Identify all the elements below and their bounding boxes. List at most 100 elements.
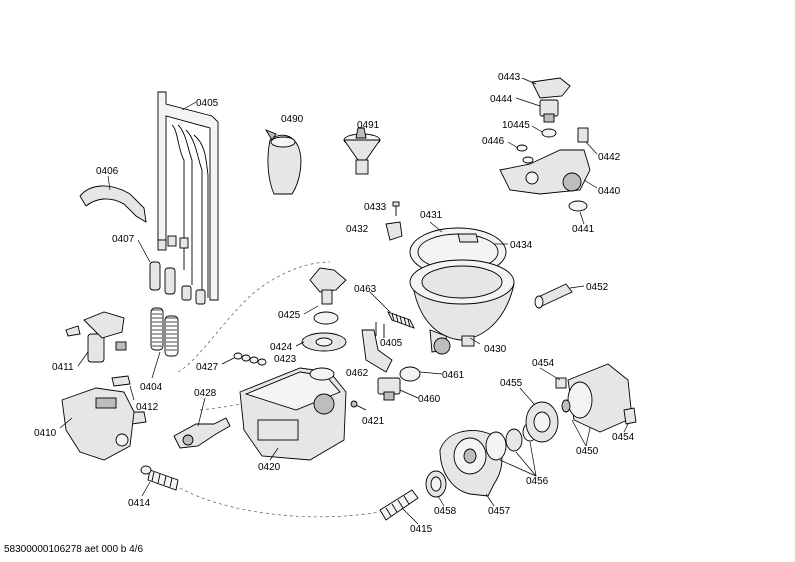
label-0441: 0441 (572, 224, 595, 235)
leader-0427 (221, 357, 235, 365)
label-0407: 0407 (112, 234, 135, 245)
label-0456: 0456 (526, 476, 549, 487)
label-0404: 0404 (140, 382, 163, 393)
label-0455: 0455 (500, 378, 523, 389)
label-0450: 0450 (576, 446, 599, 457)
leader-0443 (521, 77, 537, 85)
label-0414: 0414 (128, 498, 151, 509)
leader-0407 (137, 239, 151, 263)
label-0405: 0405 (196, 98, 219, 109)
label-0427: 0427 (196, 362, 219, 373)
part-0433-screw (392, 201, 400, 216)
label-0490: 0490 (281, 114, 304, 125)
part-0423-flange (301, 332, 347, 352)
leader-0454b (623, 423, 629, 433)
label-0406: 0406 (96, 166, 119, 177)
part-0407-sleeves (149, 261, 206, 305)
part-0415-hose (379, 489, 419, 521)
label-0461: 0461 (442, 370, 465, 381)
footer-doc-id: 58300000106278 aet 000 b 4/6 (4, 544, 143, 555)
leader-0454a (539, 367, 561, 381)
leader-0456 (499, 459, 537, 477)
label-0452: 0452 (586, 282, 609, 293)
part-0454-clip (623, 407, 637, 425)
label-0434: 0434 (510, 240, 533, 251)
part-0490-dispenser-cup (264, 129, 302, 195)
leader-0406 (107, 175, 111, 191)
leader-0424 (295, 341, 305, 347)
label-0457: 0457 (488, 506, 511, 517)
label-0454b: 0454 (612, 432, 635, 443)
part-0406-bracket (79, 185, 147, 223)
label-0415: 0415 (410, 524, 433, 535)
label-0425: 0425 (278, 310, 301, 321)
part-0452-filter (534, 283, 573, 309)
leader-0460 (399, 389, 419, 399)
label-0420: 0420 (258, 462, 281, 473)
label-0421: 0421 (362, 416, 385, 427)
part-0411-pump (65, 311, 127, 363)
part-0440-valve-block (499, 127, 591, 195)
part-0443-cover (531, 77, 571, 99)
label-0463: 0463 (354, 284, 377, 295)
label-0458: 0458 (434, 506, 457, 517)
assembly-line-0414 (179, 487, 381, 518)
part-0441-clamp (568, 200, 588, 212)
label-0431: 0431 (420, 210, 443, 221)
label-0462: 0462 (346, 368, 369, 379)
label-0412: 0412 (136, 402, 159, 413)
label-0443: 0443 (498, 72, 521, 83)
leader-0428 (197, 397, 206, 427)
leader-0415 (401, 507, 419, 525)
part-0463-hose (387, 311, 415, 329)
leader-0457 (485, 493, 495, 507)
label-10445: 10445 (502, 120, 530, 131)
leader-0456b (515, 451, 537, 477)
label-0432: 0432 (346, 224, 369, 235)
label-0440: 0440 (598, 186, 621, 197)
label-0405b: 0405 (380, 338, 403, 349)
label-0410: 0410 (34, 428, 57, 439)
leader-0412 (129, 385, 135, 401)
part-0462-bracket (361, 329, 393, 373)
label-0442: 0442 (598, 152, 621, 163)
leader-0431 (429, 221, 443, 233)
leader-0446 (507, 141, 519, 149)
part-0461-ring (399, 366, 421, 382)
leader-0425 (303, 305, 319, 315)
label-0444: 0444 (490, 94, 513, 105)
part-0414-hose (140, 465, 179, 491)
part-0430-sump (409, 259, 515, 355)
label-0423: 0423 (274, 354, 297, 365)
part-0460-sensor (377, 377, 401, 401)
label-0491: 0491 (357, 120, 380, 131)
leader-0430 (469, 337, 481, 345)
part-0428-valve (173, 417, 231, 449)
label-0428: 0428 (194, 388, 217, 399)
part-0410-housing (61, 387, 135, 461)
leader-0411 (77, 351, 89, 367)
leader-0458 (437, 495, 445, 507)
leader-0463 (369, 291, 391, 313)
part-0424-ring (313, 311, 339, 325)
leader-0461 (419, 371, 443, 375)
label-0460: 0460 (418, 394, 441, 405)
label-0411: 0411 (52, 362, 74, 373)
label-0454a: 0454 (532, 358, 555, 369)
part-0444-sensor (539, 99, 559, 123)
label-0446: 0446 (482, 136, 505, 147)
leader-0410 (59, 417, 73, 429)
part-0425-wing-nut (309, 267, 347, 305)
leader-10445 (531, 125, 543, 133)
leader-0455 (519, 387, 535, 405)
label-0430: 0430 (484, 344, 507, 355)
part-0454-motor (555, 363, 633, 433)
part-10445-oring (541, 128, 557, 138)
leader-0440 (583, 179, 598, 189)
leader-0414 (141, 481, 151, 497)
assembly-line-0427 (177, 261, 331, 373)
leader-0420 (269, 447, 279, 461)
label-0433: 0433 (364, 202, 387, 213)
part-0427-rings (233, 352, 267, 366)
